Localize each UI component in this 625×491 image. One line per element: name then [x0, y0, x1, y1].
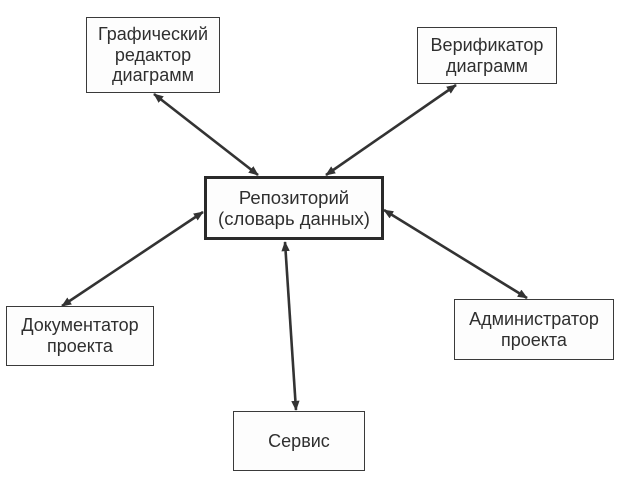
connector-graphic-editor	[153, 92, 259, 177]
connector-service	[281, 241, 300, 411]
node-administrator: Администратор проекта	[454, 299, 614, 360]
node-graphic-editor: Графический редактор диаграмм	[86, 17, 220, 93]
node-graphic-editor-label: Графический редактор диаграмм	[98, 23, 208, 86]
node-verifier-label: Верификатор диаграмм	[430, 34, 544, 76]
node-documenter: Документатор проекта	[6, 306, 154, 366]
node-verifier: Верификатор диаграмм	[417, 27, 557, 84]
node-administrator-label: Администратор проекта	[469, 308, 599, 350]
connector-documenter	[61, 210, 204, 308]
connector-verifier	[325, 83, 457, 177]
node-service-label: Сервис	[268, 430, 330, 451]
connector-administrator	[383, 208, 528, 300]
node-documenter-label: Документатор проекта	[21, 315, 139, 356]
node-service: Сервис	[233, 411, 365, 471]
node-repository: Репозиторий (словарь данных)	[204, 176, 384, 240]
node-repository-label: Репозиторий (словарь данных)	[218, 186, 370, 229]
